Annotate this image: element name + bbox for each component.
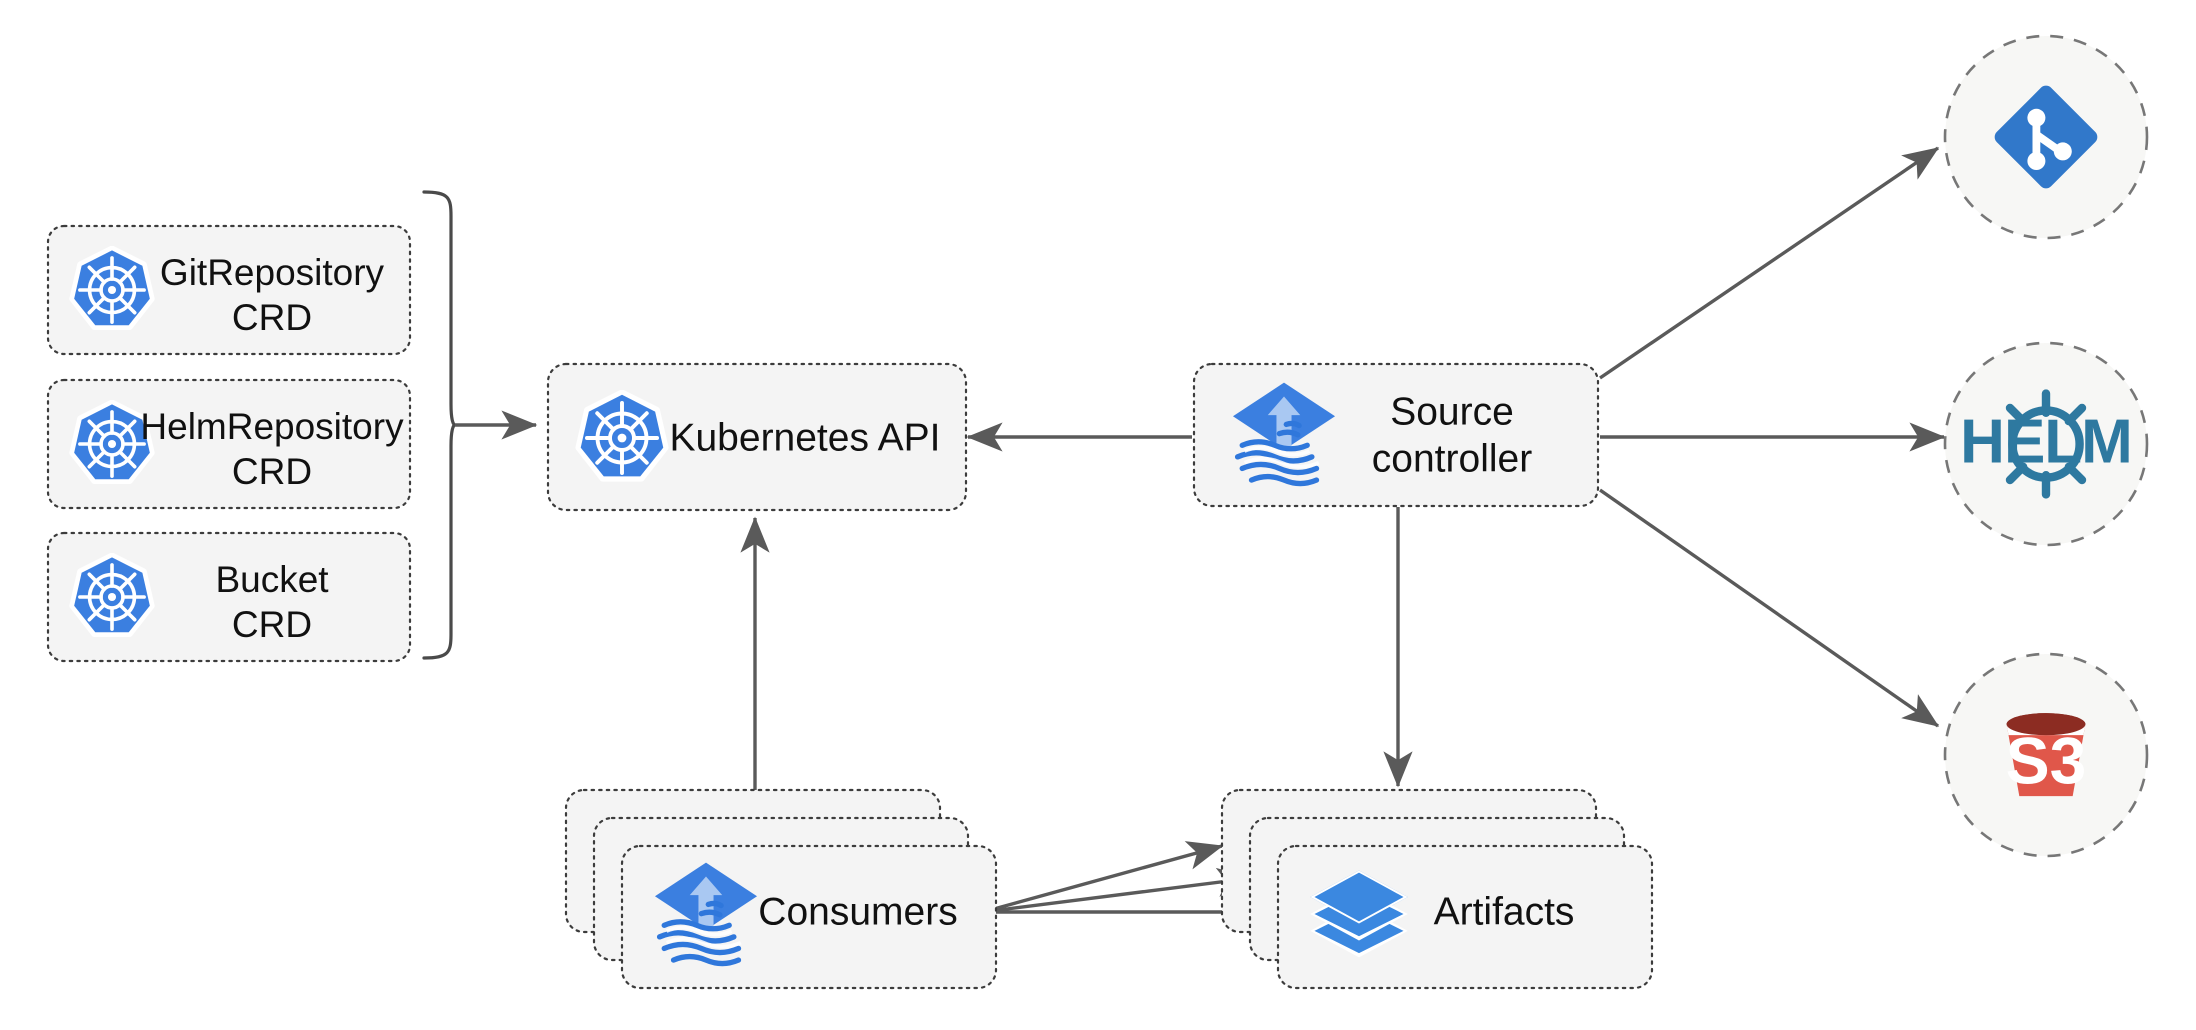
source-controller-background xyxy=(1192,362,1600,508)
node-consumers[interactable]: Consumers xyxy=(564,788,998,990)
crd-label-line2: CRD xyxy=(232,297,312,338)
crd-card-helmrepository[interactable]: HelmRepository CRD xyxy=(46,378,412,510)
kubernetes-api-background xyxy=(546,362,968,512)
s3-label: S3 xyxy=(2006,723,2087,797)
helm-circle-background xyxy=(1943,341,2149,547)
source-circle-helm[interactable]: HELM xyxy=(1943,341,2149,547)
edge-source-controller-to-git xyxy=(1599,146,1940,380)
crd-label-line1: GitRepository xyxy=(160,252,385,293)
crd-label-line2: CRD xyxy=(232,604,312,645)
crd-card-gitrepository[interactable]: GitRepository CRD xyxy=(46,224,412,356)
crd-label-line1: HelmRepository xyxy=(140,406,404,447)
node-artifacts[interactable]: Artifacts xyxy=(1220,788,1654,990)
consumers-label: Consumers xyxy=(758,890,957,933)
helm-label: HELM xyxy=(1960,407,2132,476)
source-controller-label-line1: Source xyxy=(1390,390,1514,433)
crd-group-brace xyxy=(422,190,456,660)
kubernetes-api-label: Kubernetes API xyxy=(669,416,940,459)
crd-label-line1: Bucket xyxy=(215,559,329,600)
crd-card-background xyxy=(46,378,412,510)
edge-source-controller-to-s3 xyxy=(1599,488,1940,728)
crd-card-background xyxy=(46,224,412,356)
kubernetes-icon xyxy=(72,556,151,634)
crd-card-background xyxy=(46,531,412,663)
source-circle-git[interactable] xyxy=(1943,34,2149,240)
edge-consumers-to-artifacts-2 xyxy=(982,867,1254,914)
crd-card-bucket[interactable]: Bucket CRD xyxy=(46,531,412,663)
artifacts-label: Artifacts xyxy=(1434,890,1575,933)
kubernetes-icon xyxy=(72,249,151,327)
edge-consumers-to-artifacts-1 xyxy=(982,841,1224,914)
source-controller-label-line2: controller xyxy=(1372,437,1532,480)
source-circle-s3[interactable]: S3 xyxy=(1943,652,2149,858)
node-source-controller[interactable]: Source controller xyxy=(1192,362,1600,508)
node-kubernetes-api[interactable]: Kubernetes API xyxy=(546,362,968,512)
crd-label-line2: CRD xyxy=(232,451,312,492)
kubernetes-icon xyxy=(579,393,665,478)
